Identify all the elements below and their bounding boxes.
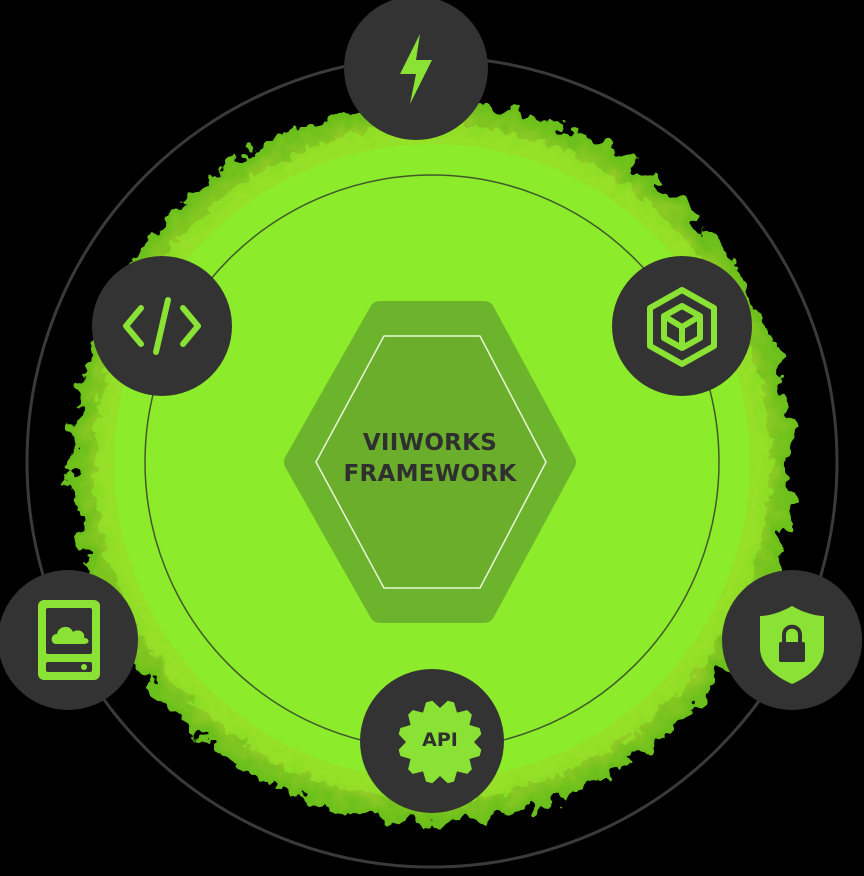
node-module[interactable]: [612, 256, 752, 396]
lightning-bolt-icon: [400, 34, 432, 104]
cube-hexagon-icon: [647, 287, 717, 367]
shield-lock-icon: [760, 606, 824, 684]
center-title-line2: FRAMEWORK: [343, 461, 517, 487]
api-label: API: [422, 729, 458, 751]
cloud-server-icon: [38, 600, 100, 680]
node-security[interactable]: [722, 570, 862, 710]
code-brackets-icon: [123, 297, 201, 355]
gear-icon: [398, 700, 482, 784]
center-hexagon: [284, 301, 576, 623]
node-api[interactable]: [360, 669, 504, 813]
center-title-line1: VIIWORKS: [362, 430, 498, 456]
center-title: VIIWORKS FRAMEWORK: [302, 428, 558, 490]
node-code[interactable]: [92, 256, 232, 396]
node-cloud-storage[interactable]: [0, 570, 138, 710]
node-power[interactable]: [344, 0, 488, 140]
